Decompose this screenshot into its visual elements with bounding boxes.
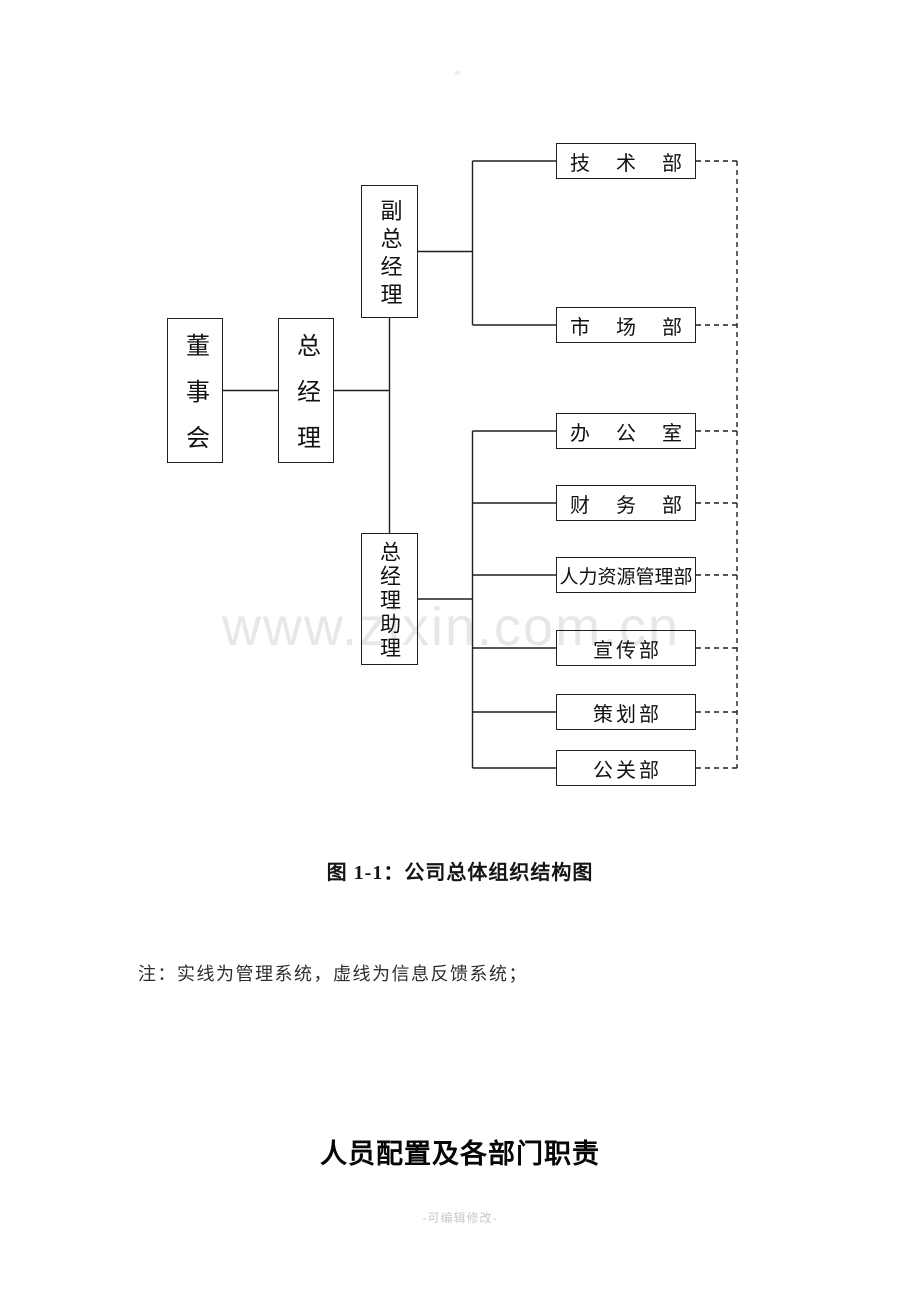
dept-label: 人力资源管理部 [559,566,693,588]
scan-speck [455,71,460,75]
node-label: 董事会 [181,332,208,471]
dept-box-technology: 技术部 [556,143,696,179]
node-gm-assistant: 总经理助理 [361,533,418,665]
section-heading: 人员配置及各部门职责 [320,1139,600,1169]
watermark: www.zixin.com.cn [222,597,681,657]
legend-note: 注：实线为管理系统，虚线为信息反馈系统； [138,964,528,984]
node-label: 总经理助理 [377,541,402,661]
dept-label: 财务部 [570,494,682,517]
dept-label: 策划部 [593,703,662,726]
dept-label: 办公室 [570,422,682,445]
node-label: 副总经理 [377,198,403,311]
dept-box-finance: 财务部 [556,485,696,521]
figure-caption: 图 1-1：公司总体组织结构图 [326,862,594,884]
dept-box-public-relations: 公关部 [556,750,696,786]
dept-box-office: 办公室 [556,413,696,449]
node-deputy-general-manager: 副总经理 [361,185,418,318]
node-general-manager: 总经理 [278,318,334,471]
dept-box-human-resources: 人力资源管理部 [556,557,696,593]
dept-label: 市场部 [570,316,682,339]
dept-box-publicity: 宣传部 [556,630,696,666]
dept-label: 宣传部 [593,639,662,662]
dept-box-market: 市场部 [556,307,696,343]
node-board-of-directors: 董事会 [167,318,223,471]
dept-label: 公关部 [593,759,662,782]
editable-footer-mark: -可编辑修改- [422,1211,498,1225]
node-label: 总经理 [292,332,319,471]
dept-label: 技术部 [570,152,682,175]
dept-box-planning: 策划部 [556,694,696,730]
